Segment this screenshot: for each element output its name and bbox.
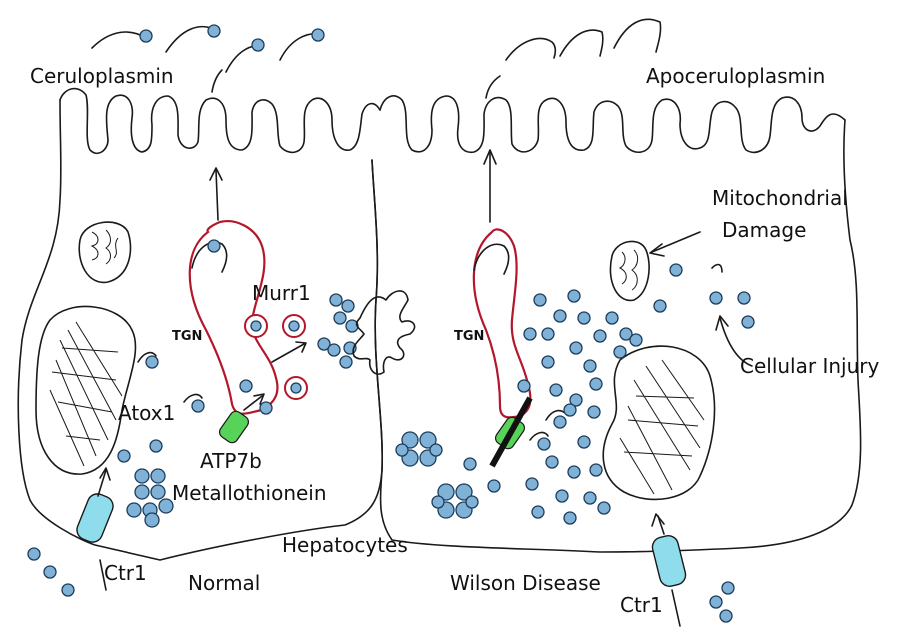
murr1-label: Murr1 bbox=[252, 281, 311, 305]
leaked-copper bbox=[710, 265, 754, 328]
wilson-disease-label: Wilson Disease bbox=[450, 571, 601, 595]
murr1-copper-cluster bbox=[318, 294, 358, 368]
left-atp-copper bbox=[240, 380, 252, 392]
right-secretion-arrow bbox=[484, 150, 496, 222]
atox1-label: Atox1 bbox=[118, 401, 175, 425]
left-atp-copper-2 bbox=[260, 402, 272, 414]
right-extracellular-copper bbox=[710, 582, 734, 622]
normal-label: Normal bbox=[188, 571, 260, 595]
right-microvilli bbox=[380, 96, 845, 152]
right-nucleus bbox=[603, 346, 714, 499]
ceruloplasmin-label: Ceruloplasmin bbox=[30, 64, 174, 88]
left-nucleus bbox=[36, 307, 136, 475]
left-tgn-copper bbox=[208, 240, 220, 252]
vesicle-to-canaliculus-arrow bbox=[272, 342, 306, 362]
mito-damage-arrow bbox=[650, 232, 700, 256]
mito-damage-label-1: Mitochondrial bbox=[712, 186, 848, 210]
hepatocytes-label: Hepatocytes bbox=[282, 533, 408, 557]
apoceruloplasmin-label: Apoceruloplasmin bbox=[646, 64, 825, 88]
mito-damage-label-2: Damage bbox=[722, 218, 806, 242]
left-atp7b-transporter bbox=[217, 394, 264, 445]
bile-canaliculus bbox=[353, 291, 415, 374]
right-tgn-label: TGN bbox=[454, 329, 484, 344]
right-metallothionein-1 bbox=[396, 432, 442, 466]
ctr1-left-label: Ctr1 bbox=[104, 561, 147, 585]
ctr1-right-label: Ctr1 bbox=[620, 593, 663, 617]
left-microvilli bbox=[60, 89, 380, 154]
left-metallothionein bbox=[127, 469, 173, 527]
left-vesicles bbox=[245, 315, 307, 399]
right-accumulated-copper bbox=[464, 264, 682, 524]
left-tgn-label: TGN bbox=[172, 329, 202, 344]
right-mitochondrion-damaged bbox=[610, 241, 649, 300]
cellular-injury-label: Cellular Injury bbox=[740, 354, 879, 378]
left-secretion-arrow bbox=[210, 168, 222, 220]
right-metallothionein-2 bbox=[432, 484, 478, 518]
left-mitochondrion bbox=[79, 222, 130, 282]
secreted-apoceruloplasmin-right bbox=[486, 19, 661, 98]
metallothionein-label: Metallothionein bbox=[172, 481, 327, 505]
atp7b-label: ATP7b bbox=[200, 449, 262, 473]
